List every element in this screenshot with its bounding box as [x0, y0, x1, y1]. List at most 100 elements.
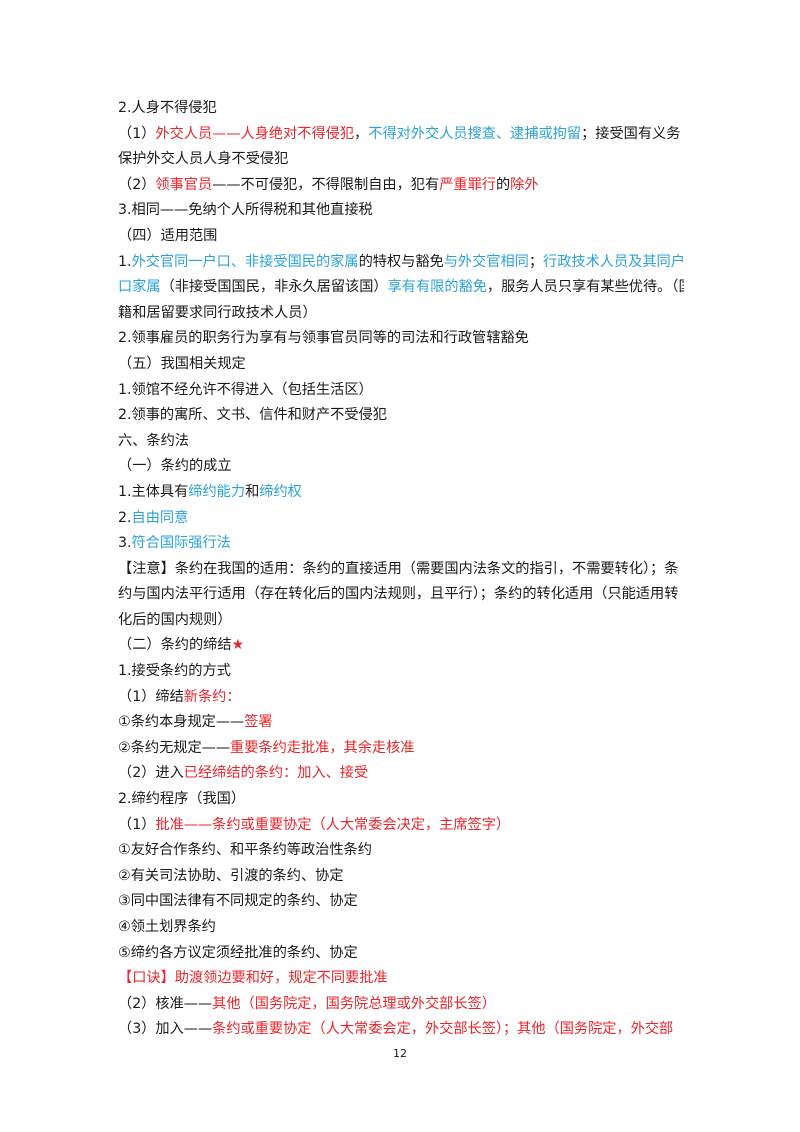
text-line: 2.缔约程序（我国）	[118, 787, 684, 813]
text-segment: 1.领馆不经允许不得进入（包括生活区）	[118, 381, 373, 398]
text-segment: ⑤缔约各方议定须经批准的条约、协定	[118, 944, 358, 961]
text-segment: 3.相同——免纳个人所得税和其他直接税	[118, 202, 373, 219]
text-segment: ②有关司法协助、引渡的条约、协定	[118, 867, 344, 884]
text-segment: 批准——条约或重要协定（人大常委会决定，主席签字）	[155, 816, 511, 833]
text-segment: 外交官同一户口、非接受国民的家属	[131, 253, 359, 270]
text-line: 2.领事雇员的职务行为享有与领事官员同等的司法和行政管辖豁免	[118, 326, 684, 352]
text-segment: （二）条约的缔结	[118, 637, 232, 654]
text-line: 1.主体具有缔约能力和缔约权	[118, 480, 684, 506]
text-line: 1.接受条约的方式	[118, 659, 684, 685]
text-segment: 条约或重要协定（人大常委会定，外交部长签）；其他（国务院定，外交部	[212, 1021, 674, 1038]
text-segment: 缔约能力	[188, 483, 246, 500]
document-body: 2.人身不得侵犯 （1）外交人员——人身绝对不得侵犯，不得对外交人员搜查、逮捕或拘…	[118, 96, 684, 1043]
text-segment: 约与国内法平行适用（存在转化后的国内法规则，且平行）；条约的转化适用（只能适用转	[118, 586, 679, 603]
text-line: ②有关司法协助、引渡的条约、协定	[118, 864, 684, 890]
text-segment: ；接受国有义务	[581, 125, 681, 142]
text-segment: 行政技术人员及其同户	[543, 253, 684, 270]
text-segment: 自由同意	[131, 509, 189, 526]
text-segment: ——不可侵犯，不得限制自由，犯有	[212, 176, 440, 193]
text-segment: 2.人身不得侵犯	[118, 100, 217, 116]
text-line: 六、条约法	[118, 429, 684, 455]
text-segment: 【注意】条约在我国的适用：条约的直接适用（需要国内法条文的指引，不需要转化）；条	[118, 560, 679, 577]
text-segment: 1.主体具有	[118, 483, 189, 500]
text-segment: 2.领事雇员的职务行为享有与领事官员同等的司法和行政管辖豁免	[118, 330, 529, 347]
text-segment: 2.领事的寓所、文书、信件和财产不受侵犯	[118, 407, 387, 424]
text-line: ①条约本身规定——签署	[118, 710, 684, 736]
text-segment: 严重罪行	[439, 176, 496, 193]
text-segment: （2）	[118, 176, 156, 193]
text-segment: （非接受国国民，非永久居留该国）	[160, 279, 388, 296]
text-segment: （2）核准——	[118, 995, 213, 1012]
text-segment: 不得对外交人员搜查、逮捕或拘留	[368, 125, 582, 142]
text-line: 【口诀】助渡领边要和好，规定不同要批准	[118, 966, 684, 992]
text-segment: 口家属	[118, 279, 161, 296]
text-segment: 1.	[118, 253, 132, 270]
text-line: 2.人身不得侵犯	[118, 96, 684, 122]
text-segment: 其他（国务院定，国务院总理或外交部长签）	[212, 995, 496, 1012]
text-line: （2）进入已经缔结的条约：加入、接受	[118, 761, 684, 787]
text-segment: （1）缔结	[118, 688, 184, 705]
text-line: （四）适用范围	[118, 224, 684, 250]
text-line: （3）加入——条约或重要协定（人大常委会定，外交部长签）；其他（国务院定，外交部	[118, 1017, 684, 1043]
text-segment: （1）	[118, 816, 156, 833]
star-icon: ★	[231, 637, 245, 654]
text-segment: （3）加入——	[118, 1021, 213, 1038]
text-segment: 保护外交人员人身不受侵犯	[118, 151, 289, 168]
text-line: 约与国内法平行适用（存在转化后的国内法规则，且平行）；条约的转化适用（只能适用转	[118, 582, 684, 608]
text-line: （二）条约的缔结★	[118, 633, 684, 659]
text-segment: ，	[354, 125, 369, 142]
text-segment: （一）条约的成立	[118, 458, 232, 475]
text-segment: 1.接受条约的方式	[118, 663, 231, 680]
text-segment: 2.	[118, 509, 132, 526]
text-line: （2）领事官员——不可侵犯，不得限制自由，犯有严重罪行的除外	[118, 173, 684, 199]
text-line: （1）批准——条约或重要协定（人大常委会决定，主席签字）	[118, 813, 684, 839]
text-segment: 的特权与豁免	[358, 253, 444, 270]
text-segment: 2.缔约程序（我国）	[118, 791, 246, 808]
text-segment: 六、条约法	[118, 432, 189, 449]
text-line: 3.符合国际强行法	[118, 531, 684, 557]
text-segment: 与外交官相同	[443, 253, 529, 270]
text-line: ⑤缔约各方议定须经批准的条约、协定	[118, 941, 684, 967]
text-segment: ；	[528, 253, 544, 270]
text-segment: ①条约本身规定——	[118, 714, 245, 731]
text-line: 2.领事的寓所、文书、信件和财产不受侵犯	[118, 403, 684, 429]
text-segment: 签署	[244, 714, 273, 731]
text-segment: 领事官员	[155, 176, 213, 193]
text-segment: 化后的国内规则）	[118, 611, 232, 628]
text-segment: ②条约无规定——	[118, 739, 231, 756]
text-segment: 3.	[118, 535, 132, 552]
text-segment: ，服务人员只享有某些优待。（国	[486, 279, 684, 296]
text-line: （1）外交人员——人身绝对不得侵犯，不得对外交人员搜查、逮捕或拘留；接受国有义务	[118, 122, 684, 148]
text-segment: 籍和居留要求同行政技术人员）	[118, 304, 317, 321]
text-line: ①友好合作条约、和平条约等政治性条约	[118, 838, 684, 864]
text-segment: 【口诀】助渡领边要和好，规定不同要批准	[118, 970, 388, 987]
text-segment: 除外	[510, 176, 539, 193]
text-line: （一）条约的成立	[118, 454, 684, 480]
text-line: ③同中国法律有不同规定的条约、协定	[118, 889, 684, 915]
text-line: ④领土划界条约	[118, 915, 684, 941]
text-segment: 的	[495, 176, 511, 193]
text-line: 【注意】条约在我国的适用：条约的直接适用（需要国内法条文的指引，不需要转化）；条	[118, 557, 684, 583]
text-line: 口家属（非接受国国民，非永久居留该国）享有有限的豁免，服务人员只享有某些优待。（…	[118, 275, 684, 301]
text-segment: 新条约：	[183, 688, 241, 705]
text-line: （2）核准——其他（国务院定，国务院总理或外交部长签）	[118, 992, 684, 1018]
text-segment: （2）进入	[118, 765, 184, 782]
text-line: 籍和居留要求同行政技术人员）	[118, 301, 684, 327]
text-line: 化后的国内规则）	[118, 608, 684, 634]
text-line: 3.相同——免纳个人所得税和其他直接税	[118, 198, 684, 224]
text-segment: ①友好合作条约、和平条约等政治性条约	[118, 842, 372, 859]
text-segment: 和	[245, 483, 260, 500]
text-segment: 已经缔结的条约：加入、接受	[183, 765, 369, 782]
page-number: 12	[393, 1047, 407, 1060]
text-line: 1.外交官同一户口、非接受国民的家属的特权与豁免与外交官相同；行政技术人员及其同…	[118, 250, 684, 276]
text-segment: （四）适用范围	[118, 227, 218, 244]
text-segment: ④领土划界条约	[118, 919, 216, 935]
text-segment: 符合国际强行法	[131, 535, 231, 552]
text-segment: （五）我国相关规定	[118, 355, 246, 372]
text-line: 保护外交人员人身不受侵犯	[118, 147, 684, 173]
text-segment: 重要条约走批准，其余走核准	[230, 739, 415, 756]
text-segment: 缔约权	[259, 483, 302, 500]
text-line: （五）我国相关规定	[118, 352, 684, 378]
text-line: 2.自由同意	[118, 506, 684, 532]
